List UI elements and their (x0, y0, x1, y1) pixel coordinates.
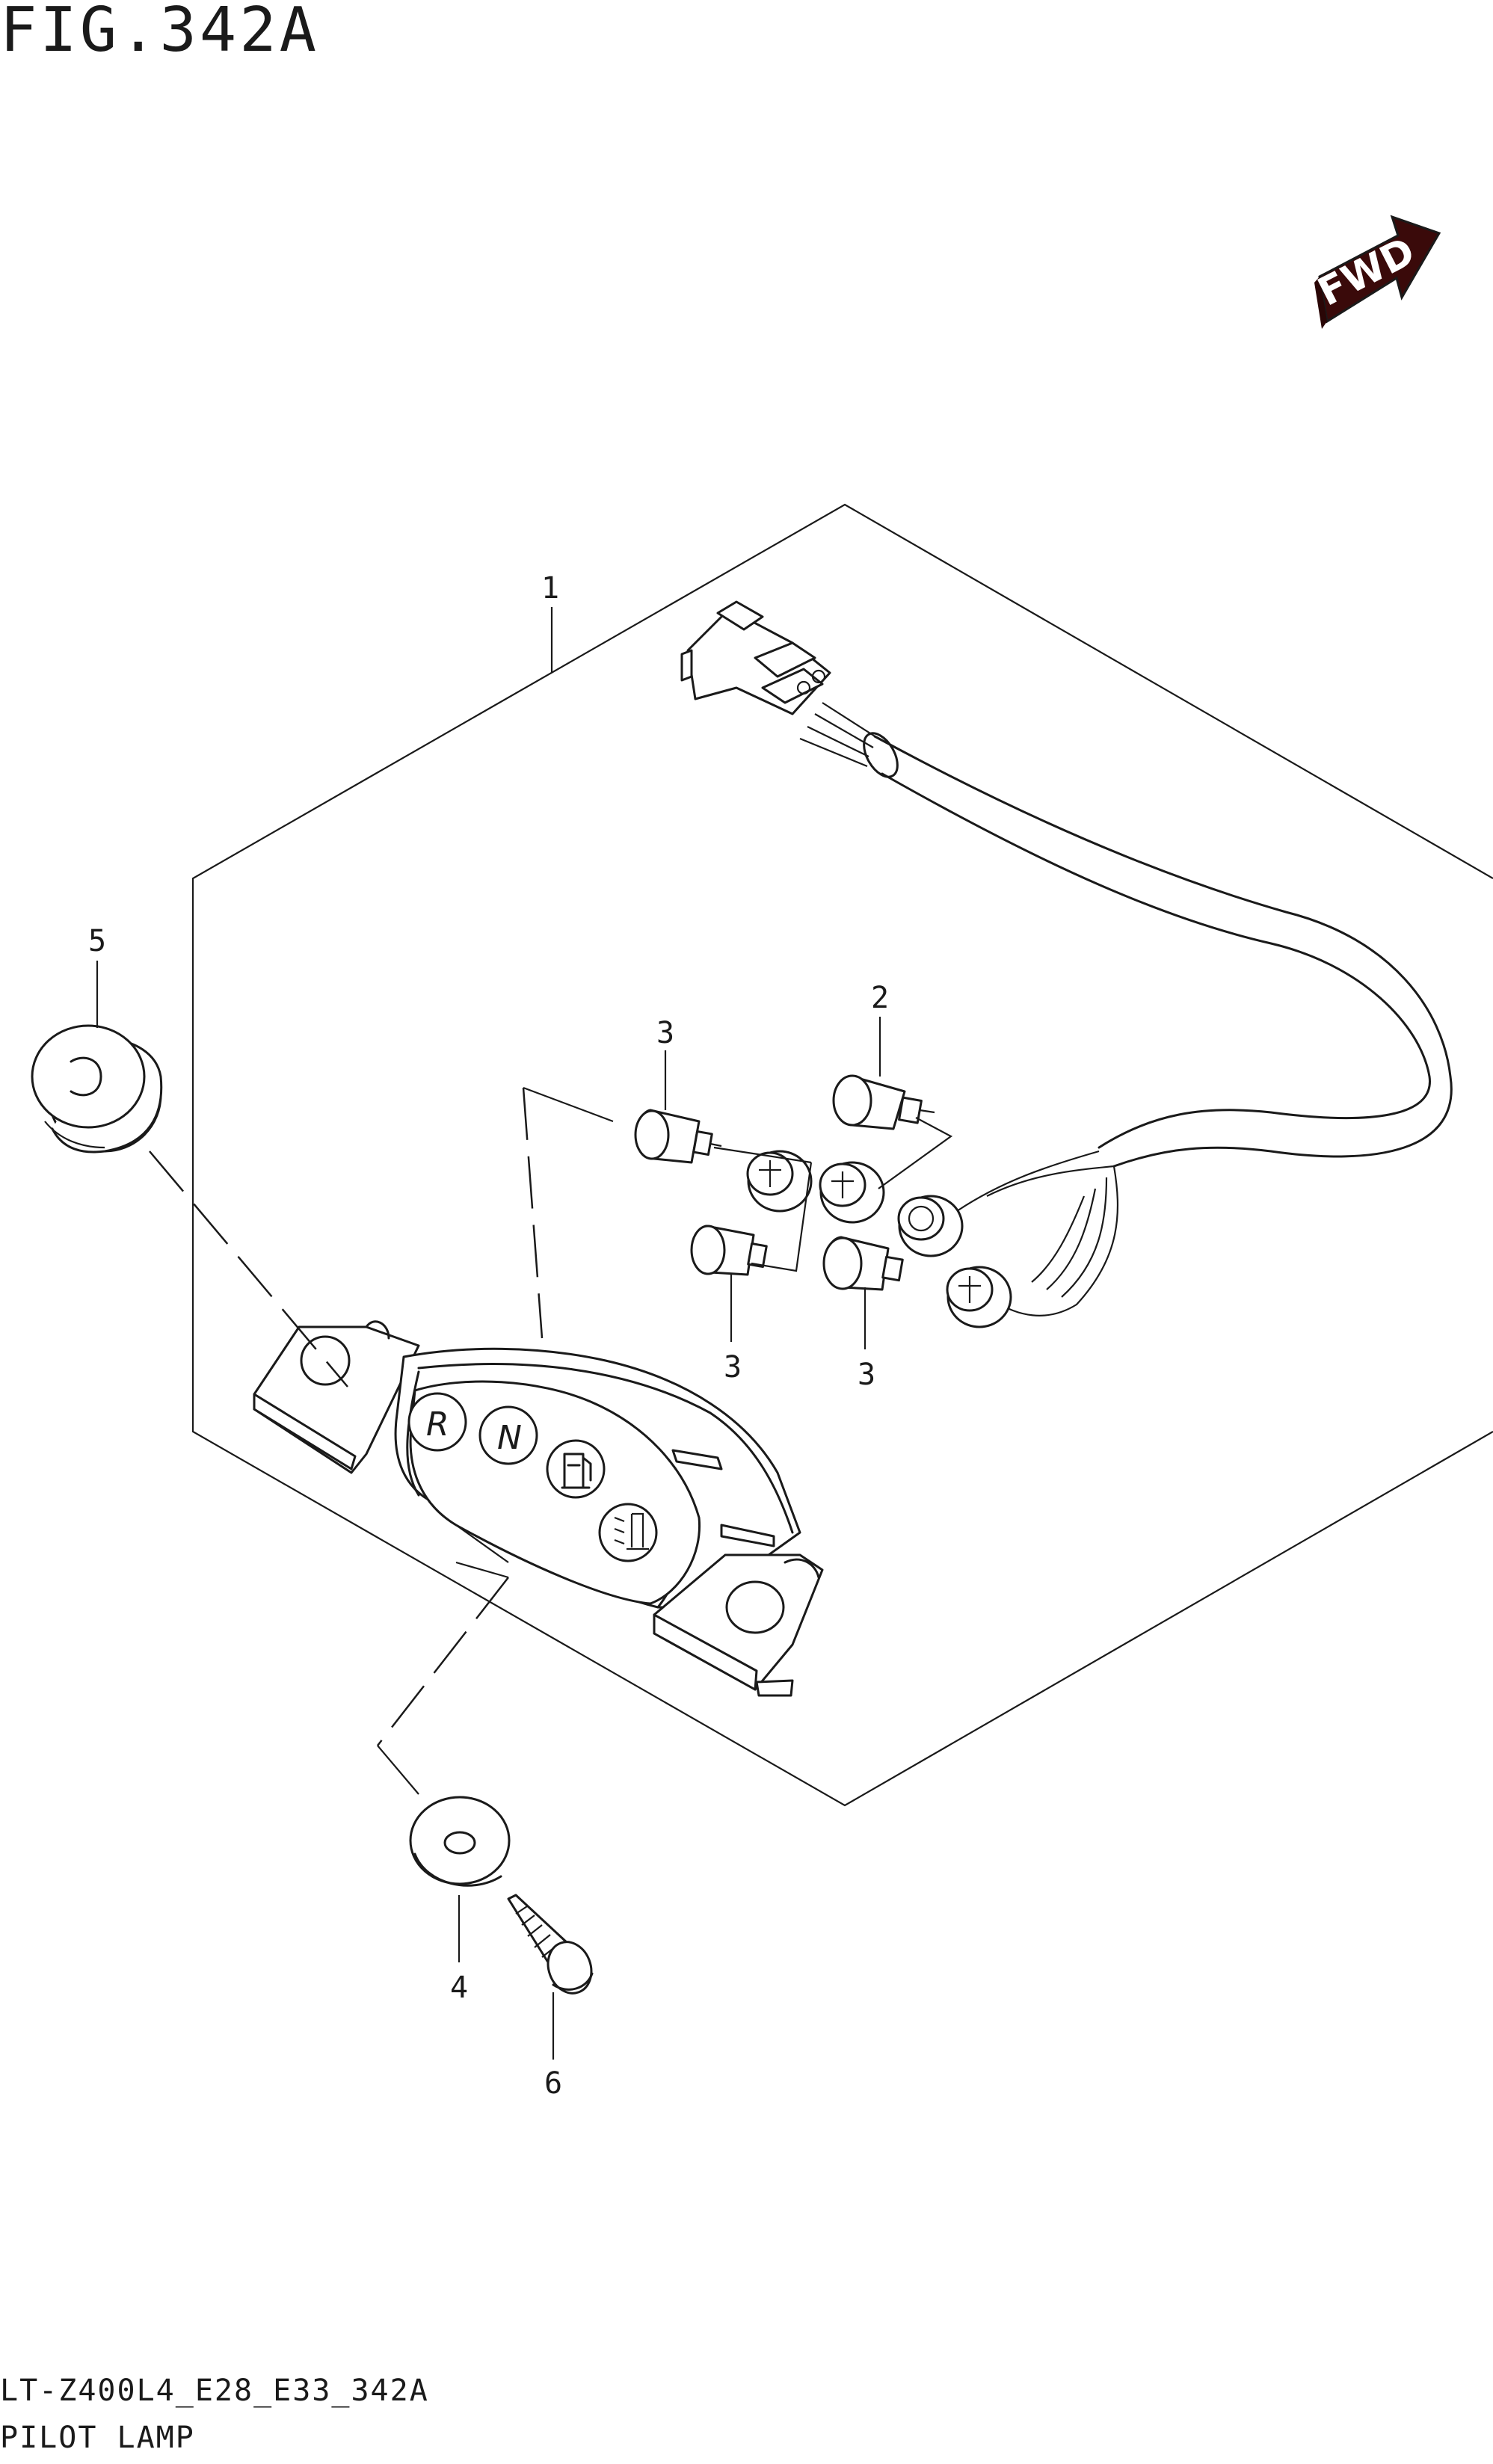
indicator-r: R (426, 1405, 449, 1444)
pilot-lamp-housing: R N (253, 1320, 824, 1697)
callout-1-label: 1 (541, 571, 559, 606)
bulb-socket (819, 1161, 885, 1224)
callout-3-upper-label: 3 (656, 1016, 674, 1050)
callout-6-label: 6 (544, 2066, 562, 2101)
bulb-3-left (690, 1225, 768, 1276)
fwd-arrow-badge: FWD (1311, 215, 1441, 329)
figure-name: PILOT LAMP (0, 2421, 195, 2455)
bulb-3-upper (634, 1109, 722, 1164)
coolant-temp-indicator-icon (598, 1503, 658, 1562)
reverse-indicator-icon (407, 1392, 467, 1452)
fwd-label: FWD (1311, 229, 1422, 315)
coupler-connector (680, 600, 831, 715)
bulb-socket (746, 1150, 813, 1213)
callout-3-left: 3 (724, 1275, 742, 1385)
bulb-socket (946, 1266, 1012, 1328)
callout-3-right-label: 3 (858, 1358, 875, 1392)
bulb-2 (832, 1074, 935, 1130)
callout-3-right: 3 (858, 1287, 875, 1392)
wire-harness (799, 702, 1453, 1316)
fuel-indicator-icon (546, 1439, 606, 1499)
screw-6 (507, 1894, 594, 1995)
callout-2-label: 2 (871, 981, 889, 1015)
callout-5: 5 (88, 924, 106, 1028)
bulb-3-right (822, 1236, 904, 1291)
figure-code: LT-Z400L4_E28_E33_342A (0, 2374, 429, 2408)
figure-title: FIG.342A (0, 0, 319, 66)
callout-5-label: 5 (88, 924, 106, 958)
callout-4-label: 4 (450, 1971, 468, 2005)
indicator-n: N (497, 1419, 522, 1457)
bulb-socket-group (746, 1150, 1012, 1328)
callout-3-upper: 3 (656, 1016, 813, 1272)
callout-6: 6 (544, 1992, 562, 2101)
assembly-outline (191, 503, 1493, 1807)
callout-4: 4 (450, 1895, 468, 2005)
callout-3-left-label: 3 (724, 1350, 742, 1385)
neutral-indicator-icon (478, 1405, 538, 1465)
bulb-socket (897, 1195, 964, 1257)
washer-4 (409, 1796, 511, 1887)
grommet-5 (31, 1024, 163, 1154)
callout-1: 1 (541, 571, 559, 673)
callout-2: 2 (871, 981, 953, 1189)
